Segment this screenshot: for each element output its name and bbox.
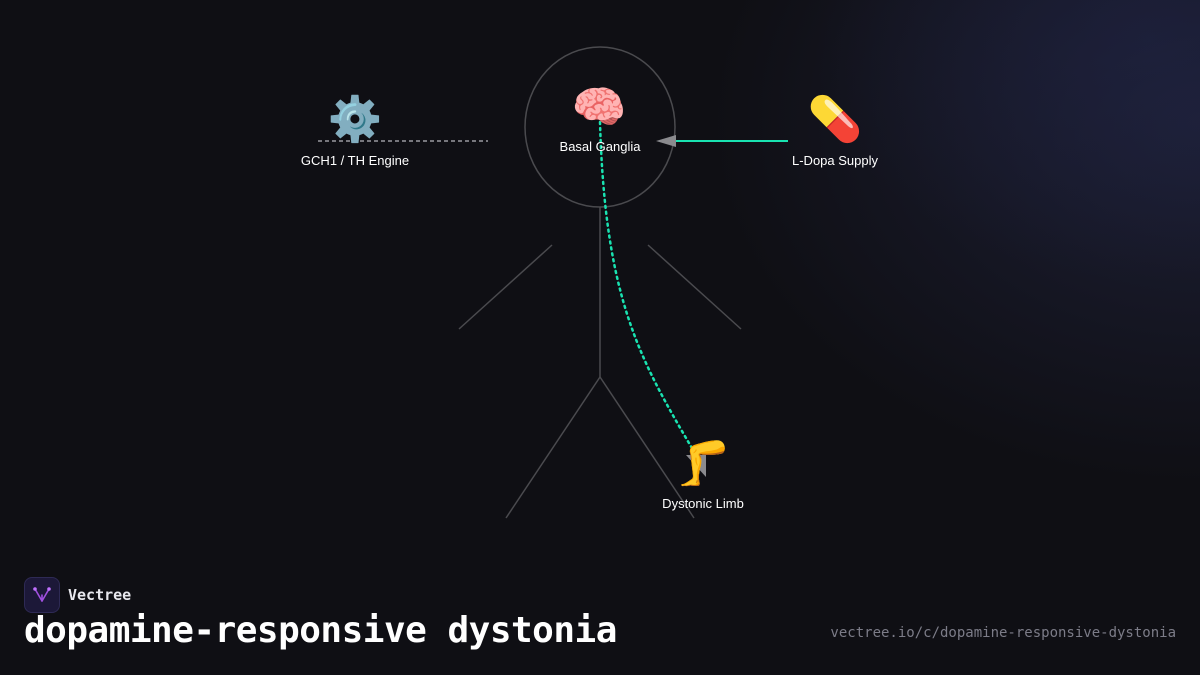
brand-name: Vectree xyxy=(68,586,132,604)
pill-icon: 💊 xyxy=(807,94,863,145)
edge-limb-arrowhead xyxy=(686,455,706,477)
node-label-supply: L-Dopa Supply xyxy=(792,153,878,168)
page-url[interactable]: vectree.io/c/dopamine-responsive-dystoni… xyxy=(830,625,1176,641)
figure-left-arm xyxy=(458,244,553,330)
page-title: dopamine-responsive dystonia xyxy=(24,610,617,651)
vectree-logo-icon xyxy=(24,577,60,613)
figure-left-leg xyxy=(505,376,601,519)
brain-icon: 🧠 xyxy=(571,82,627,133)
node-label-engine: GCH1 / TH Engine xyxy=(300,153,410,168)
node-label-limb: Dystonic Limb xyxy=(662,496,744,511)
leg-icon: 🦵 xyxy=(675,438,731,489)
edge-supply-arrowhead xyxy=(656,135,676,147)
edge-brain-to-limb xyxy=(598,120,698,457)
brand[interactable]: Vectree xyxy=(24,577,131,613)
gear-icon: ⚙️ xyxy=(327,94,383,145)
node-label-brain: Basal Ganglia xyxy=(559,139,641,154)
figure-right-arm xyxy=(647,244,742,330)
figure-right-leg xyxy=(599,376,695,519)
